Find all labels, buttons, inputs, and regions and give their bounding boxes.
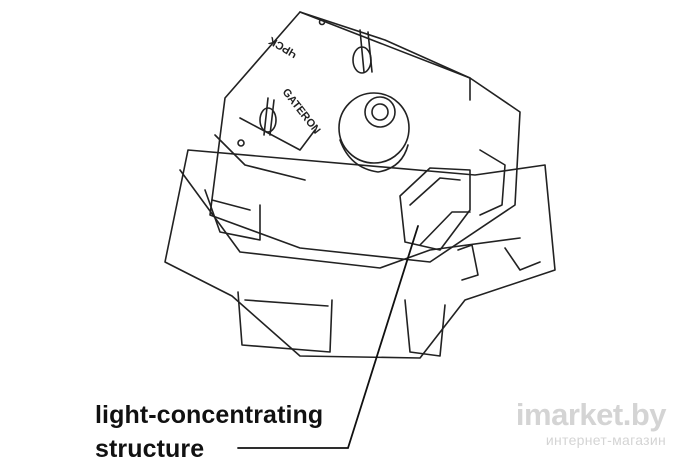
bottom-housing-inner xyxy=(179,169,521,269)
switch-mark-text: ЧPCK xyxy=(267,34,300,60)
stem-outer xyxy=(338,92,410,164)
stem-inner xyxy=(364,96,396,128)
rear-stem xyxy=(237,291,333,353)
callout-leader-line xyxy=(237,225,419,449)
callout-line-1: light-concentrating xyxy=(95,401,324,429)
callout-label: light-concentrating structure xyxy=(95,398,323,466)
switch-brand-text: GATERON xyxy=(280,86,323,136)
watermark-logo: imarket.by xyxy=(515,397,667,432)
top-housing xyxy=(209,11,521,263)
watermark-subtitle: интернет-магазин xyxy=(545,432,666,448)
watermark: imarket.by интернет-магазин xyxy=(515,397,667,449)
light-concentrating-structure xyxy=(399,167,471,251)
callout-line-2: structure xyxy=(95,435,205,463)
